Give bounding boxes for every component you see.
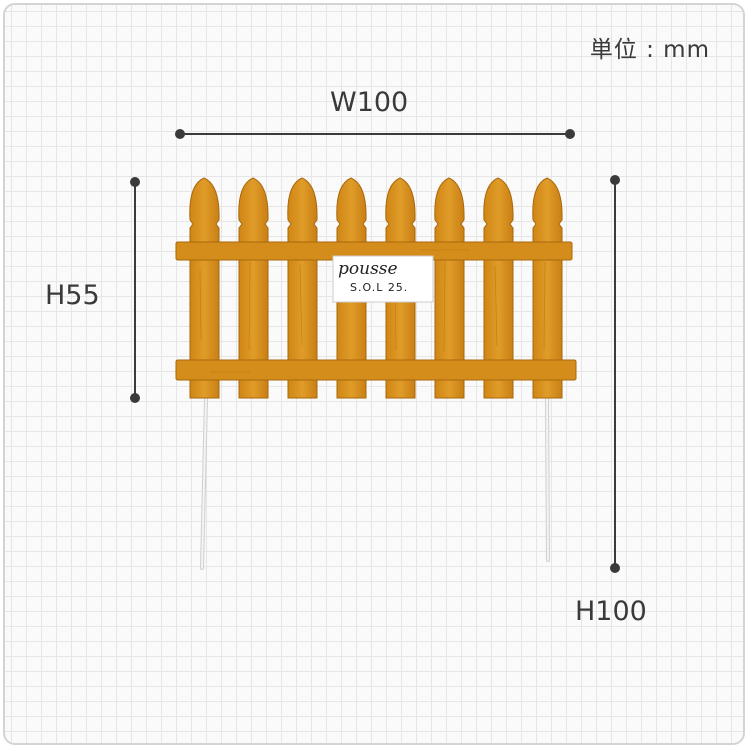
width-label: W100 [330,87,409,118]
fence-height-label: H55 [45,280,100,311]
name-plate [332,255,434,303]
unit-label: 単位 : mm [589,37,710,63]
brand-name: pousse [338,259,398,279]
fence-rails [175,241,577,381]
wire-stakes [200,396,550,570]
wood-grain [199,249,546,373]
fence-height-dimension-line [130,177,140,403]
width-dimension-line [175,129,575,139]
total-height-dimension-line [610,175,620,573]
product-code: S.O.L 25. [350,281,409,294]
total-height-label: H100 [575,596,647,627]
